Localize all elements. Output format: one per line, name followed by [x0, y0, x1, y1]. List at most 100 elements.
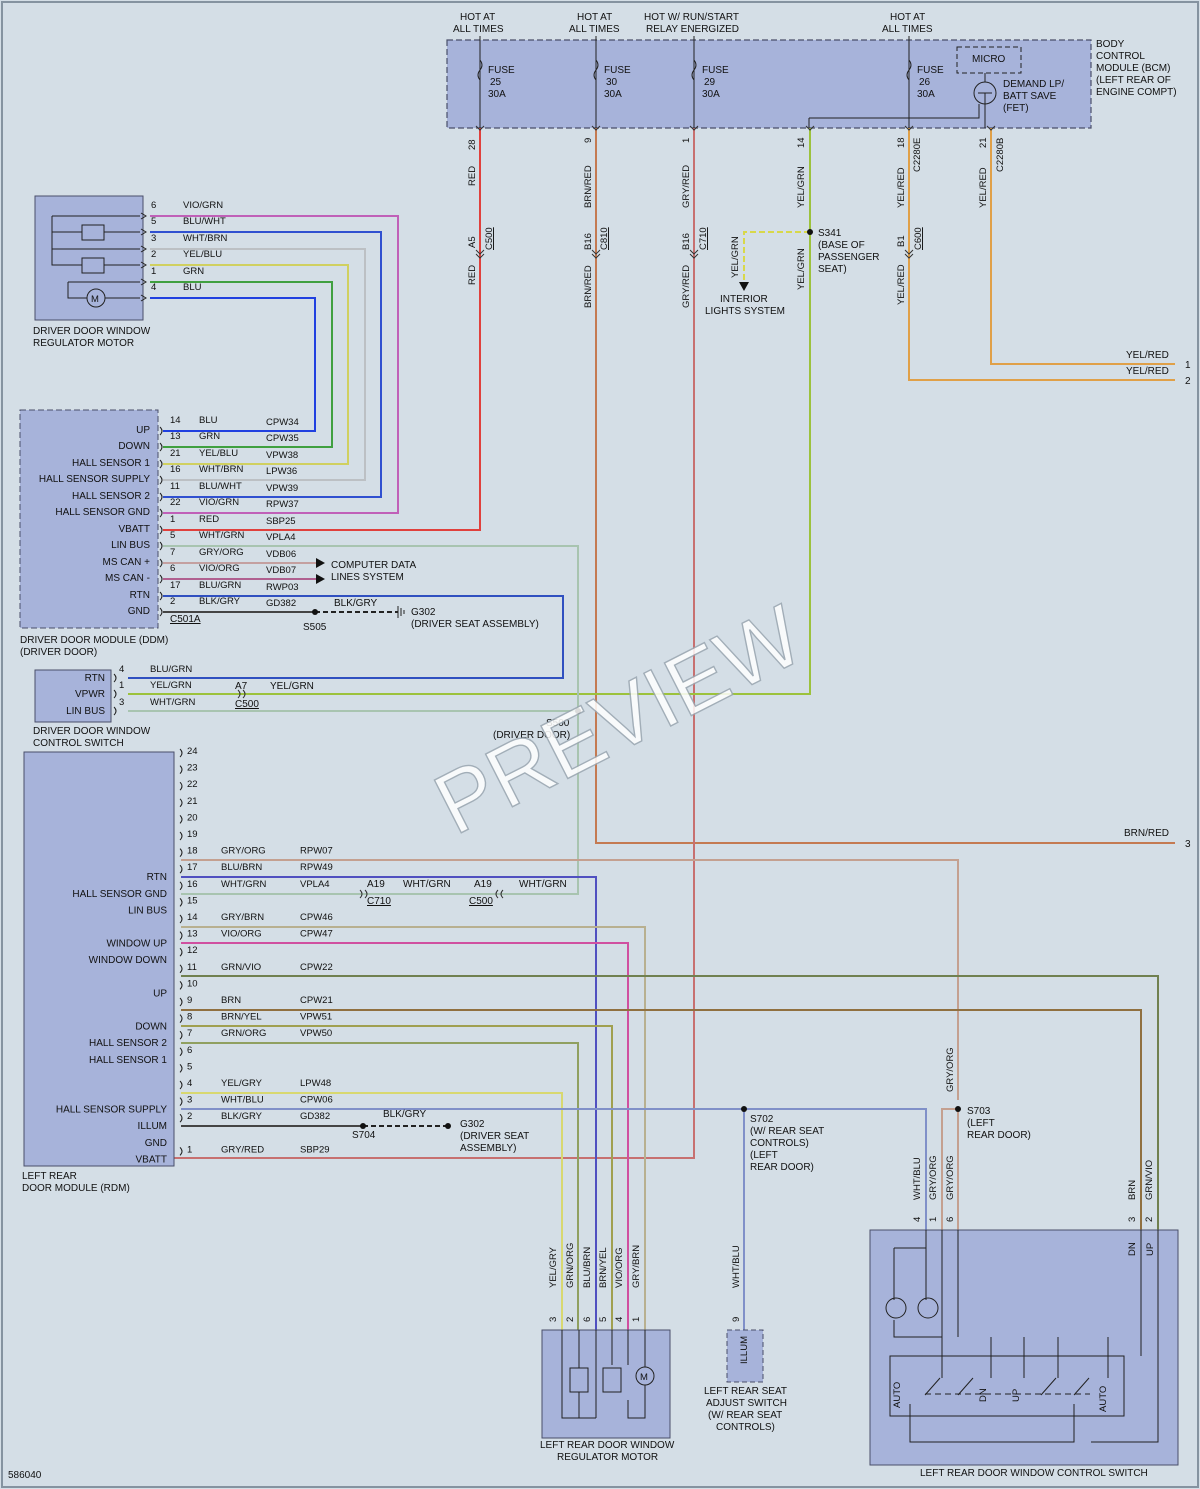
ddwcs-a7-color: YEL/GRN	[270, 681, 314, 692]
ddm-row-name: HALL SENSOR GND	[55, 507, 150, 518]
s702-1: S702	[750, 1114, 774, 1125]
ddm-row-chevron	[159, 426, 163, 436]
rdm-row-chevron	[179, 1080, 183, 1090]
ddwr-pin-color: BLU	[183, 282, 202, 293]
wire-brn	[181, 1009, 1142, 1230]
bcm-title-5: ENGINE COMPT)	[1096, 87, 1177, 98]
lbl-yelred1-top: YEL/RED	[896, 167, 907, 208]
g302-rdm-3: ASSEMBLY)	[460, 1143, 517, 1154]
ddm-row-chevron	[159, 508, 163, 518]
g302-2: (DRIVER SEAT ASSEMBLY)	[411, 619, 539, 630]
rdm-row-pin: 20	[187, 812, 198, 823]
lbl-interior-wire: YEL/GRN	[730, 236, 741, 278]
lrwr-pin-label: 5	[598, 1317, 609, 1322]
out2-label: YEL/RED	[1126, 366, 1169, 377]
ddm-row-name: UP	[136, 425, 150, 436]
rdm-row-chevron	[179, 1097, 183, 1106]
ddm-box	[19, 409, 159, 629]
hot-label-2a: HOT AT	[577, 12, 612, 23]
rdm-row-pin: 21	[187, 796, 198, 807]
cd-2: LINES SYSTEM	[331, 572, 404, 583]
ddm-row-color: VIO/ORG	[199, 563, 240, 574]
lrwr-title-1: LEFT REAR DOOR WINDOW	[540, 1440, 675, 1451]
lrwcs-auto-2: AUTO	[1098, 1386, 1109, 1412]
rdm-row-pin: 17	[187, 862, 198, 873]
lrwcs-up: UP	[1145, 1243, 1156, 1256]
lrwcs-wire-label: WHT/BLU	[912, 1157, 923, 1200]
micro-box	[956, 46, 1022, 74]
demand-2: BATT SAVE	[1003, 91, 1057, 102]
ddm-row-chevron	[159, 558, 163, 568]
wire-wht-brn	[150, 248, 366, 481]
rdm-row-pin: 8	[187, 1012, 192, 1023]
ddm-row-color: BLK/GRY	[199, 596, 241, 607]
cd-1: COMPUTER DATA	[331, 560, 417, 571]
rdm-row-name: WINDOW DOWN	[89, 955, 167, 966]
ddwr-pin-color: YEL/BLU	[183, 249, 222, 260]
rdm-row-pin: 16	[187, 879, 198, 890]
ddm-row-circuit: LPW36	[266, 466, 297, 477]
lrwcs-dn-inner: DN	[978, 1388, 989, 1402]
rdm-row-chevron	[179, 748, 183, 758]
c710-conn: C710	[698, 227, 709, 250]
s703-wire: GRY/ORG	[945, 1047, 956, 1092]
s702-splice	[741, 1106, 747, 1112]
ddm-title-1: DRIVER DOOR MODULE (DDM)	[20, 635, 168, 646]
rdm-row-circuit: CPW46	[300, 912, 333, 923]
ddm-row-name: MS CAN -	[105, 573, 150, 584]
c810-conn: C810	[599, 227, 610, 250]
rdm-row-circuit: VPW51	[300, 1012, 332, 1023]
c500-pin: A5	[467, 236, 478, 248]
rdm-row-circuit: VPLA4	[300, 879, 330, 890]
diagram-id: 586040	[8, 1470, 42, 1481]
fuse4-b: 26	[919, 77, 931, 88]
s505-wire: BLK/GRY	[334, 598, 377, 609]
wire-grn-org	[181, 1042, 579, 1330]
a19-2: A19	[474, 879, 492, 890]
bcm: BODY CONTROL MODULE (BCM) (LEFT REAR OF …	[446, 12, 1177, 172]
lbl-gryred-bot: GRY/RED	[681, 265, 692, 308]
ddm-row-color: YEL/BLU	[199, 448, 238, 459]
wire-yel-gry	[181, 1092, 563, 1330]
lrwcs-up-inner: UP	[1011, 1389, 1022, 1402]
lrwr-wire-label: GRY/BRN	[631, 1245, 642, 1288]
ddwcs-title-1: DRIVER DOOR WINDOW	[33, 726, 151, 737]
interior-arrow-icon	[739, 282, 749, 291]
ddm-row-color: BLU/WHT	[199, 481, 242, 492]
lrwcs-pin-label: 2	[1144, 1217, 1155, 1222]
wire-gry-org-rdm	[181, 859, 959, 1100]
lrwcs-wire-label: GRY/ORG	[928, 1155, 939, 1200]
ddm-row-chevron	[159, 525, 163, 535]
rsas-title-3: (W/ REAR SEAT	[708, 1410, 782, 1421]
ddwr-pin-num: 1	[151, 266, 156, 277]
ddwr-motor-m: M	[91, 294, 99, 305]
rdm-row-name: RTN	[147, 872, 167, 883]
ddm-row-chevron	[159, 574, 163, 584]
rdm-row-pin: 3	[187, 1095, 192, 1106]
rdm-row-pin: 10	[187, 978, 198, 989]
wire-interior-dashed	[743, 231, 810, 282]
hot-label-1a: HOT AT	[460, 12, 495, 23]
left-rear-regulator-motor: M LEFT REAR DOOR WINDOW REGULATOR MOTOR	[540, 1329, 675, 1463]
ddm-row-pin: 11	[170, 481, 180, 492]
s702-3: CONTROLS)	[750, 1138, 809, 1149]
rdm-row-pin: 6	[187, 1045, 192, 1056]
rdm-row-name: ILLUM	[138, 1121, 167, 1132]
rdm-row-pin: 24	[187, 746, 198, 757]
s704-label: S704	[352, 1130, 376, 1141]
rdm-row-pin: 14	[187, 912, 198, 923]
rdm-row-chevron	[179, 781, 183, 791]
ddwr-motor-icon	[86, 288, 106, 308]
ddm-row-circuit: VPW39	[266, 483, 298, 494]
rdm-row-circuit: SBP29	[300, 1144, 330, 1155]
ddm-row-name: HALL SENSOR 1	[72, 458, 150, 469]
bcm-pin-1: 1	[681, 138, 692, 143]
ddwcs-row-color: BLU/GRN	[150, 664, 192, 675]
rdm-row-color: BRN	[221, 995, 241, 1006]
rdm-row-color: GRY/ORG	[221, 846, 266, 857]
rdm-row-chevron	[179, 1030, 183, 1040]
lrwr-pin-label: 4	[614, 1317, 625, 1322]
lrwr-pin-label: 2	[565, 1317, 576, 1322]
bcm-pin-9: 9	[583, 138, 594, 143]
ddm: DRIVER DOOR MODULE (DDM) (DRIVER DOOR) C…	[19, 409, 201, 658]
